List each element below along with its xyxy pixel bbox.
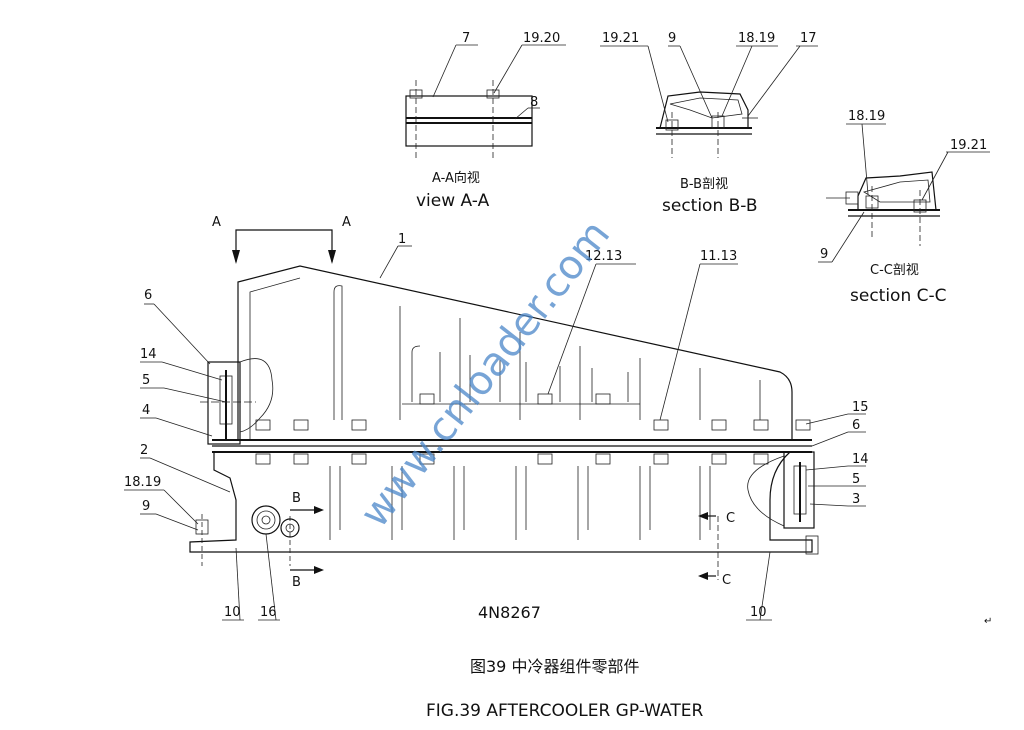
callout-bb-18-19: 18.19 <box>738 31 775 46</box>
mark-c-top: C <box>726 511 735 526</box>
section-bb-en: section B-B <box>662 196 757 216</box>
callout-9-left: 9 <box>142 499 150 514</box>
view-aa-zh: A-A向视 <box>432 170 480 186</box>
view-aa-detail <box>405 44 566 160</box>
callout-3-right: 3 <box>852 492 860 507</box>
callout-bb-9: 9 <box>668 31 676 46</box>
leader-lines <box>124 245 866 621</box>
callout-cc-19-21: 19.21 <box>950 138 987 153</box>
callout-8: 8 <box>530 95 538 110</box>
section-cc-en: section C-C <box>850 286 947 306</box>
mark-b-top: B <box>292 491 301 506</box>
mark-a-left: A <box>212 215 221 230</box>
callout-cc-9: 9 <box>820 247 828 262</box>
callout-18-19-left: 18.19 <box>124 475 161 490</box>
callout-14-left: 14 <box>140 347 157 362</box>
corner-mark: ↵ <box>984 616 992 627</box>
caption-en: FIG.39 AFTERCOOLER GP-WATER <box>426 701 703 721</box>
callout-14-right: 14 <box>852 452 869 467</box>
callout-19-20: 19.20 <box>523 31 560 46</box>
mark-b-bottom: B <box>292 575 301 590</box>
callout-1: 1 <box>398 232 406 247</box>
callout-4-left: 4 <box>142 403 150 418</box>
aftercooler-main-view <box>189 265 819 580</box>
callout-16: 16 <box>260 605 277 620</box>
callout-11-13: 11.13 <box>700 249 737 264</box>
part-number: 4N8267 <box>478 603 541 622</box>
watermark-text: www.cnloader.com <box>352 212 619 536</box>
view-aa-en: view A-A <box>416 191 490 211</box>
callout-5-left: 5 <box>142 373 150 388</box>
callout-6-left: 6 <box>144 288 152 303</box>
caption-zh: 图39 中冷器组件零部件 <box>470 657 639 676</box>
callout-12-13: 12.13 <box>585 249 622 264</box>
callout-15-right: 15 <box>852 400 869 415</box>
callout-5-right: 5 <box>852 472 860 487</box>
callout-cc-18-19: 18.19 <box>848 109 885 124</box>
callout-10-left: 10 <box>224 605 241 620</box>
section-bb-zh: B-B剖视 <box>680 177 728 192</box>
callout-7: 7 <box>462 31 470 46</box>
callout-10-right: 10 <box>750 605 767 620</box>
section-cc-zh: C-C剖视 <box>870 263 919 278</box>
callout-bb-19-21: 19.21 <box>602 31 639 46</box>
section-a-marks <box>232 229 336 264</box>
callout-6-right: 6 <box>852 418 860 433</box>
mark-a-right: A <box>342 215 351 230</box>
section-cc-detail <box>818 123 990 263</box>
section-bb-detail <box>600 45 818 158</box>
callout-2-left: 2 <box>140 443 148 458</box>
callout-bb-17: 17 <box>800 31 817 46</box>
mark-c-bottom: C <box>722 573 731 588</box>
